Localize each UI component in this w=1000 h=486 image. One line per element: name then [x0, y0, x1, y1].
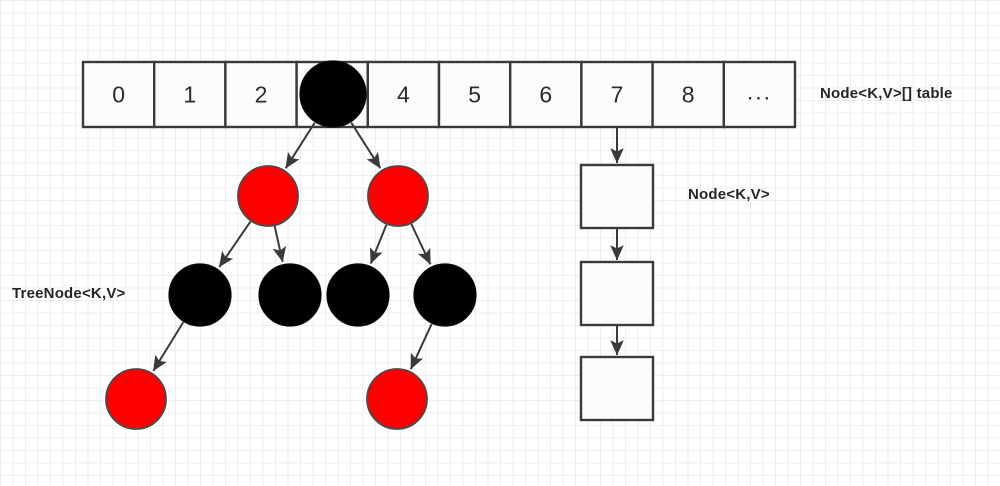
table-cell-0[interactable]: [81, 60, 156, 129]
tree-node-l3b-red[interactable]: [366, 368, 428, 430]
tree-node-l2a-black[interactable]: [168, 263, 232, 327]
table-cell-label-2: 2: [255, 82, 268, 108]
tree-node-l3a-red[interactable]: [105, 368, 167, 430]
chain-node-box-1[interactable]: [579, 260, 655, 327]
node-type-label: Node<K,V>: [688, 186, 770, 203]
table-cell-label-0: 0: [112, 82, 125, 108]
chain-node-box-2[interactable]: [579, 355, 655, 422]
tree-edge-l1a-to-l2a: [218, 220, 252, 268]
tree-edge-l2a-to-l3a: [152, 321, 185, 372]
tree-edge-root-to-l1b: [350, 122, 382, 169]
tree-edges-group: [152, 122, 433, 372]
tree-node-l1b-red[interactable]: [367, 165, 429, 227]
table-cell-7[interactable]: [580, 60, 654, 129]
table-cell-5[interactable]: [437, 60, 512, 129]
table-cell-1[interactable]: [152, 60, 227, 129]
table-cell-9[interactable]: [722, 60, 797, 129]
table-cell-2[interactable]: [224, 60, 298, 129]
tree-node-l2d-black[interactable]: [413, 263, 477, 327]
tree-edge-l1a-to-l2b: [272, 226, 287, 263]
table-cell-label-6: 6: [539, 82, 552, 108]
treenode-type-label: TreeNode<K,V>: [12, 285, 126, 302]
table-cell-4[interactable]: [366, 60, 441, 129]
tree-edge-l1b-to-l2d: [410, 223, 432, 265]
linked-list-chain-group: [579, 127, 655, 422]
tree-edge-l2d-to-l3b: [409, 323, 433, 370]
table-cell-label-7: 7: [611, 82, 624, 108]
table-cell-label-4: 4: [397, 82, 410, 108]
tree-node-l1a-red[interactable]: [237, 165, 299, 227]
table-cell-label-5: 5: [468, 82, 481, 108]
tree-node-root-black[interactable]: [299, 60, 367, 128]
hash-table-array: 0 1 2 4 5 6 7 8...: [81, 60, 797, 129]
table-cell-6[interactable]: [509, 60, 583, 129]
tree-node-l2b-black[interactable]: [258, 263, 322, 327]
tree-node-l2c-black[interactable]: [326, 263, 390, 327]
tree-edge-l1b-to-l2c: [369, 224, 388, 264]
tree-nodes-group: [105, 60, 477, 430]
table-cell-8[interactable]: [651, 60, 725, 129]
table-cell-label-8: 8: [682, 82, 695, 108]
tree-edge-root-to-l1a: [284, 122, 316, 169]
chain-node-box-0[interactable]: [579, 163, 655, 230]
table-type-label: Node<K,V>[] table: [820, 85, 953, 102]
table-cell-label-1: 1: [183, 82, 196, 108]
table-cell-label-9: ...: [747, 79, 772, 105]
